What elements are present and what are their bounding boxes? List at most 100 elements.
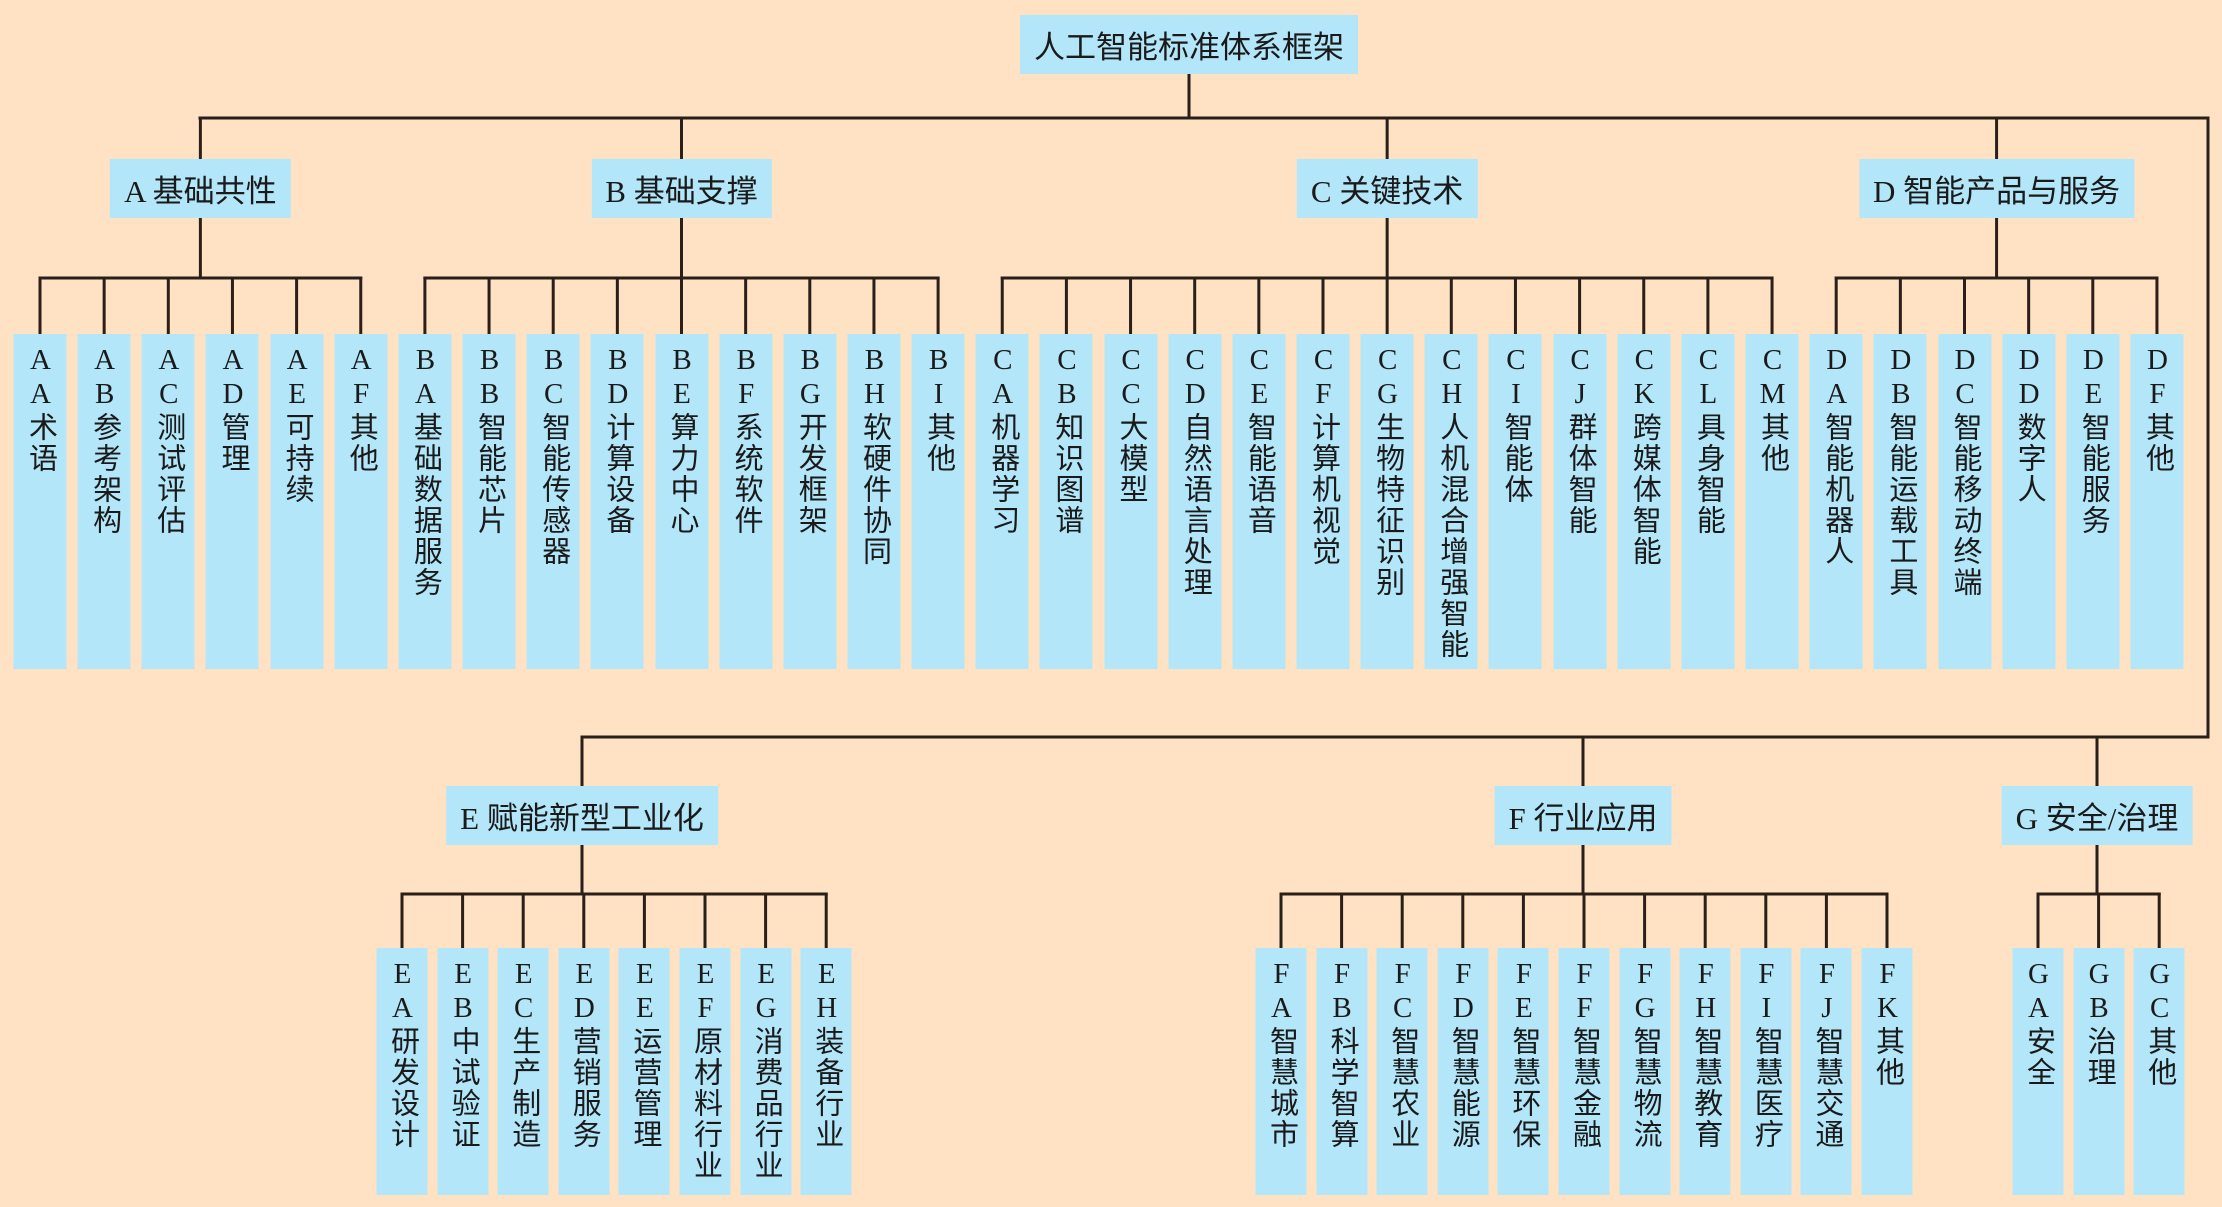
leaf-node: DE智能服务: [2066, 334, 2120, 669]
leaf-label: GC其他: [2143, 958, 2176, 1088]
group-node-d: D 智能产品与服务: [1858, 159, 2135, 218]
leaf-label: DF其他: [2141, 344, 2174, 474]
leaf-node: CM其他: [1745, 334, 1799, 669]
leaf-node: CK跨媒体智能: [1617, 334, 1671, 669]
leaf-node: EH装备行业: [800, 948, 852, 1195]
group-node-g: G 安全/治理: [2001, 786, 2193, 845]
group-node-a: A 基础共性: [110, 159, 291, 218]
leaf-node: FD智慧能源: [1437, 948, 1489, 1195]
leaf-label: CG生物特征识别: [1371, 344, 1404, 598]
leaf-label: BB智能芯片: [473, 344, 506, 536]
leaf-label: CE智能语音: [1243, 344, 1276, 536]
leaf-label: AD管理: [216, 344, 249, 474]
leaf-node: BA基础数据服务: [398, 334, 452, 669]
leaf-label: GA安全: [2022, 958, 2055, 1088]
leaf-node: EG消费品行业: [740, 948, 792, 1195]
leaf-label: CA机器学习: [986, 344, 1019, 536]
leaf-node: FH智慧教育: [1679, 948, 1731, 1195]
group-node-f: F 行业应用: [1494, 786, 1672, 845]
leaf-node: FJ智慧交通: [1800, 948, 1852, 1195]
leaf-node: BF系统软件: [719, 334, 773, 669]
leaf-label: CD自然语言处理: [1179, 344, 1212, 598]
leaf-label: AC测试评估: [152, 344, 185, 536]
leaf-label: CJ群体智能: [1564, 344, 1597, 536]
leaf-label: BG开发框架: [794, 344, 827, 536]
leaf-label: AA术语: [24, 344, 57, 474]
leaf-node: FF智慧金融: [1558, 948, 1610, 1195]
leaf-label: AF其他: [345, 344, 378, 474]
leaf-node: EF原材料行业: [679, 948, 731, 1195]
leaf-node: AC测试评估: [141, 334, 195, 669]
group-node-c: C 关键技术: [1296, 159, 1478, 218]
leaf-label: BA基础数据服务: [409, 344, 442, 598]
leaf-node: EC生产制造: [497, 948, 549, 1195]
leaf-node: CC大模型: [1104, 334, 1158, 669]
leaf-node: GB治理: [2073, 948, 2125, 1195]
leaf-label: CF计算机视觉: [1307, 344, 1340, 567]
leaf-label: CH人机混合增强智能: [1435, 344, 1468, 660]
leaf-label: CL具身智能: [1692, 344, 1725, 536]
leaf-node: BC智能传感器: [526, 334, 580, 669]
leaf-node: FI智慧医疗: [1740, 948, 1792, 1195]
leaf-label: DE智能服务: [2077, 344, 2110, 536]
leaf-label: DA智能机器人: [1820, 344, 1853, 567]
leaf-label: FB科学智算: [1326, 958, 1359, 1150]
leaf-node: FB科学智算: [1316, 948, 1368, 1195]
leaf-node: BG开发框架: [783, 334, 837, 669]
group-node-e: E 赋能新型工业化: [446, 786, 718, 845]
leaf-label: GB治理: [2083, 958, 2116, 1088]
leaf-label: DC智能移动终端: [1949, 344, 1981, 598]
leaf-node: BB智能芯片: [462, 334, 516, 669]
leaf-label: ED营销服务: [568, 958, 601, 1150]
leaf-node: BD计算设备: [590, 334, 644, 669]
leaf-node: AA术语: [13, 334, 67, 669]
leaf-label: BF系统软件: [730, 344, 763, 536]
leaf-node: GA安全: [2012, 948, 2064, 1195]
leaf-label: CM其他: [1756, 344, 1789, 474]
root-node: 人工智能标准体系框架: [1020, 15, 1358, 74]
leaf-node: DC智能移动终端: [1938, 334, 1991, 669]
leaf-label: CI智能体: [1499, 344, 1532, 505]
leaf-node: CB知识图谱: [1039, 334, 1093, 669]
leaf-node: DF其他: [2130, 334, 2184, 669]
leaf-node: DD数字人: [2002, 334, 2056, 669]
leaf-label: DD数字人: [2013, 344, 2046, 505]
leaf-label: EC生产制造: [507, 958, 540, 1150]
leaf-node: FC智慧农业: [1376, 948, 1428, 1195]
leaf-label: EB中试验证: [447, 958, 480, 1150]
leaf-label: BE算力中心: [666, 344, 698, 536]
leaf-label: BC智能传感器: [537, 344, 570, 567]
leaf-label: EA研发设计: [386, 958, 419, 1150]
leaf-label: CC大模型: [1115, 344, 1148, 505]
leaf-label: FJ智慧交通: [1810, 958, 1843, 1150]
leaf-node: DB智能运载工具: [1873, 334, 1927, 669]
leaf-node: AF其他: [334, 334, 388, 669]
leaf-label: FF智慧金融: [1568, 958, 1601, 1150]
leaf-label: CK跨媒体智能: [1628, 344, 1661, 567]
leaf-label: FD智慧能源: [1447, 958, 1480, 1150]
leaf-label: AB参考架构: [88, 344, 121, 536]
leaf-node: EB中试验证: [437, 948, 489, 1195]
leaf-node: CD自然语言处理: [1168, 334, 1222, 669]
leaf-node: FA智慧城市: [1255, 948, 1307, 1195]
leaf-label: EG消费品行业: [750, 958, 783, 1181]
leaf-node: BE算力中心: [655, 334, 708, 669]
leaf-label: FA智慧城市: [1265, 958, 1298, 1150]
leaf-node: GC其他: [2133, 948, 2185, 1195]
leaf-node: CI智能体: [1488, 334, 1542, 669]
leaf-node: CJ群体智能: [1553, 334, 1607, 669]
leaf-label: FH智慧教育: [1689, 958, 1722, 1150]
leaf-node: CL具身智能: [1681, 334, 1735, 669]
leaf-node: FE智慧环保: [1497, 948, 1549, 1195]
leaf-node: CF计算机视觉: [1296, 334, 1350, 669]
leaf-node: CA机器学习: [975, 334, 1029, 669]
leaf-label: EF原材料行业: [689, 958, 722, 1181]
leaf-node: AE可持续: [270, 334, 324, 669]
leaf-node: BI其他: [911, 334, 965, 669]
leaf-node: FG智慧物流: [1619, 948, 1671, 1195]
leaf-node: EA研发设计: [376, 948, 428, 1195]
leaf-label: BD计算设备: [601, 344, 634, 536]
leaf-node: FK其他: [1861, 948, 1913, 1195]
leaf-label: DB智能运载工具: [1884, 344, 1917, 598]
